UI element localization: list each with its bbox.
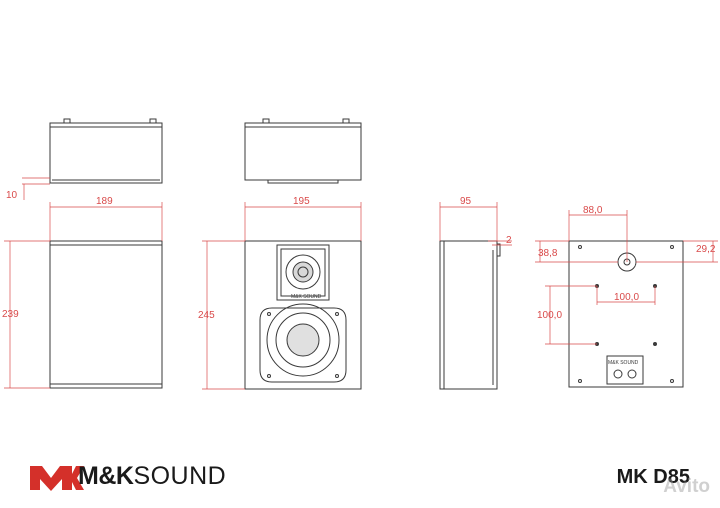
dim-side-height-label: 239 (2, 309, 19, 320)
dim-back-hole-spacing-v-label: 100,0 (537, 310, 562, 321)
back-terminal-label: M&K SOUND (608, 360, 639, 366)
brand-name: M&KSOUND (78, 462, 226, 491)
mk-logo-mark (30, 466, 84, 491)
dim-back-top-offset (535, 240, 618, 263)
dim-back-hole-spacing-v (545, 285, 597, 345)
dim-side-height (4, 240, 50, 389)
brand-bold: M&K (78, 462, 134, 490)
dim-front-height-label: 245 (198, 310, 215, 321)
dim-back-hole-spacing-h-label: 100,0 (614, 292, 639, 303)
dim-depth (439, 202, 498, 241)
watermark: Avito (663, 476, 710, 497)
top-view-front (244, 118, 362, 184)
dim-back-hole-spacing-h (596, 286, 656, 305)
model-name: MK D85 (616, 466, 690, 488)
dim-side-width (49, 202, 163, 241)
dim-back-right-offset-label: 29,2 (696, 244, 716, 255)
dim-back-top-offset-label: 38,8 (538, 248, 558, 259)
dim-depth-offset-label: 2 (506, 235, 512, 246)
tweeter-label: M&K SOUND (291, 294, 322, 300)
woofer (259, 303, 347, 383)
side-view (49, 240, 163, 389)
dim-front-width (244, 202, 362, 241)
dim-front-height (202, 240, 245, 390)
dim-depth-offset (488, 240, 512, 246)
dim-side-top-height-label: 10 (6, 190, 18, 201)
dim-side-top-height (22, 177, 50, 200)
back-mount-holes (595, 284, 657, 346)
dim-front-width-label: 195 (293, 196, 310, 207)
tweeter (276, 244, 330, 301)
dim-depth-label: 95 (460, 196, 472, 207)
depth-view (439, 240, 501, 390)
front-view (244, 240, 362, 390)
dim-side-width-label: 189 (96, 196, 113, 207)
top-view-side (49, 118, 163, 184)
brand-word: SOUND (133, 462, 227, 490)
dim-back-right-offset (636, 240, 718, 263)
dim-back-hole-spacing-x-label: 88,0 (583, 205, 603, 216)
dim-back-hole-spacing-x (568, 210, 628, 262)
